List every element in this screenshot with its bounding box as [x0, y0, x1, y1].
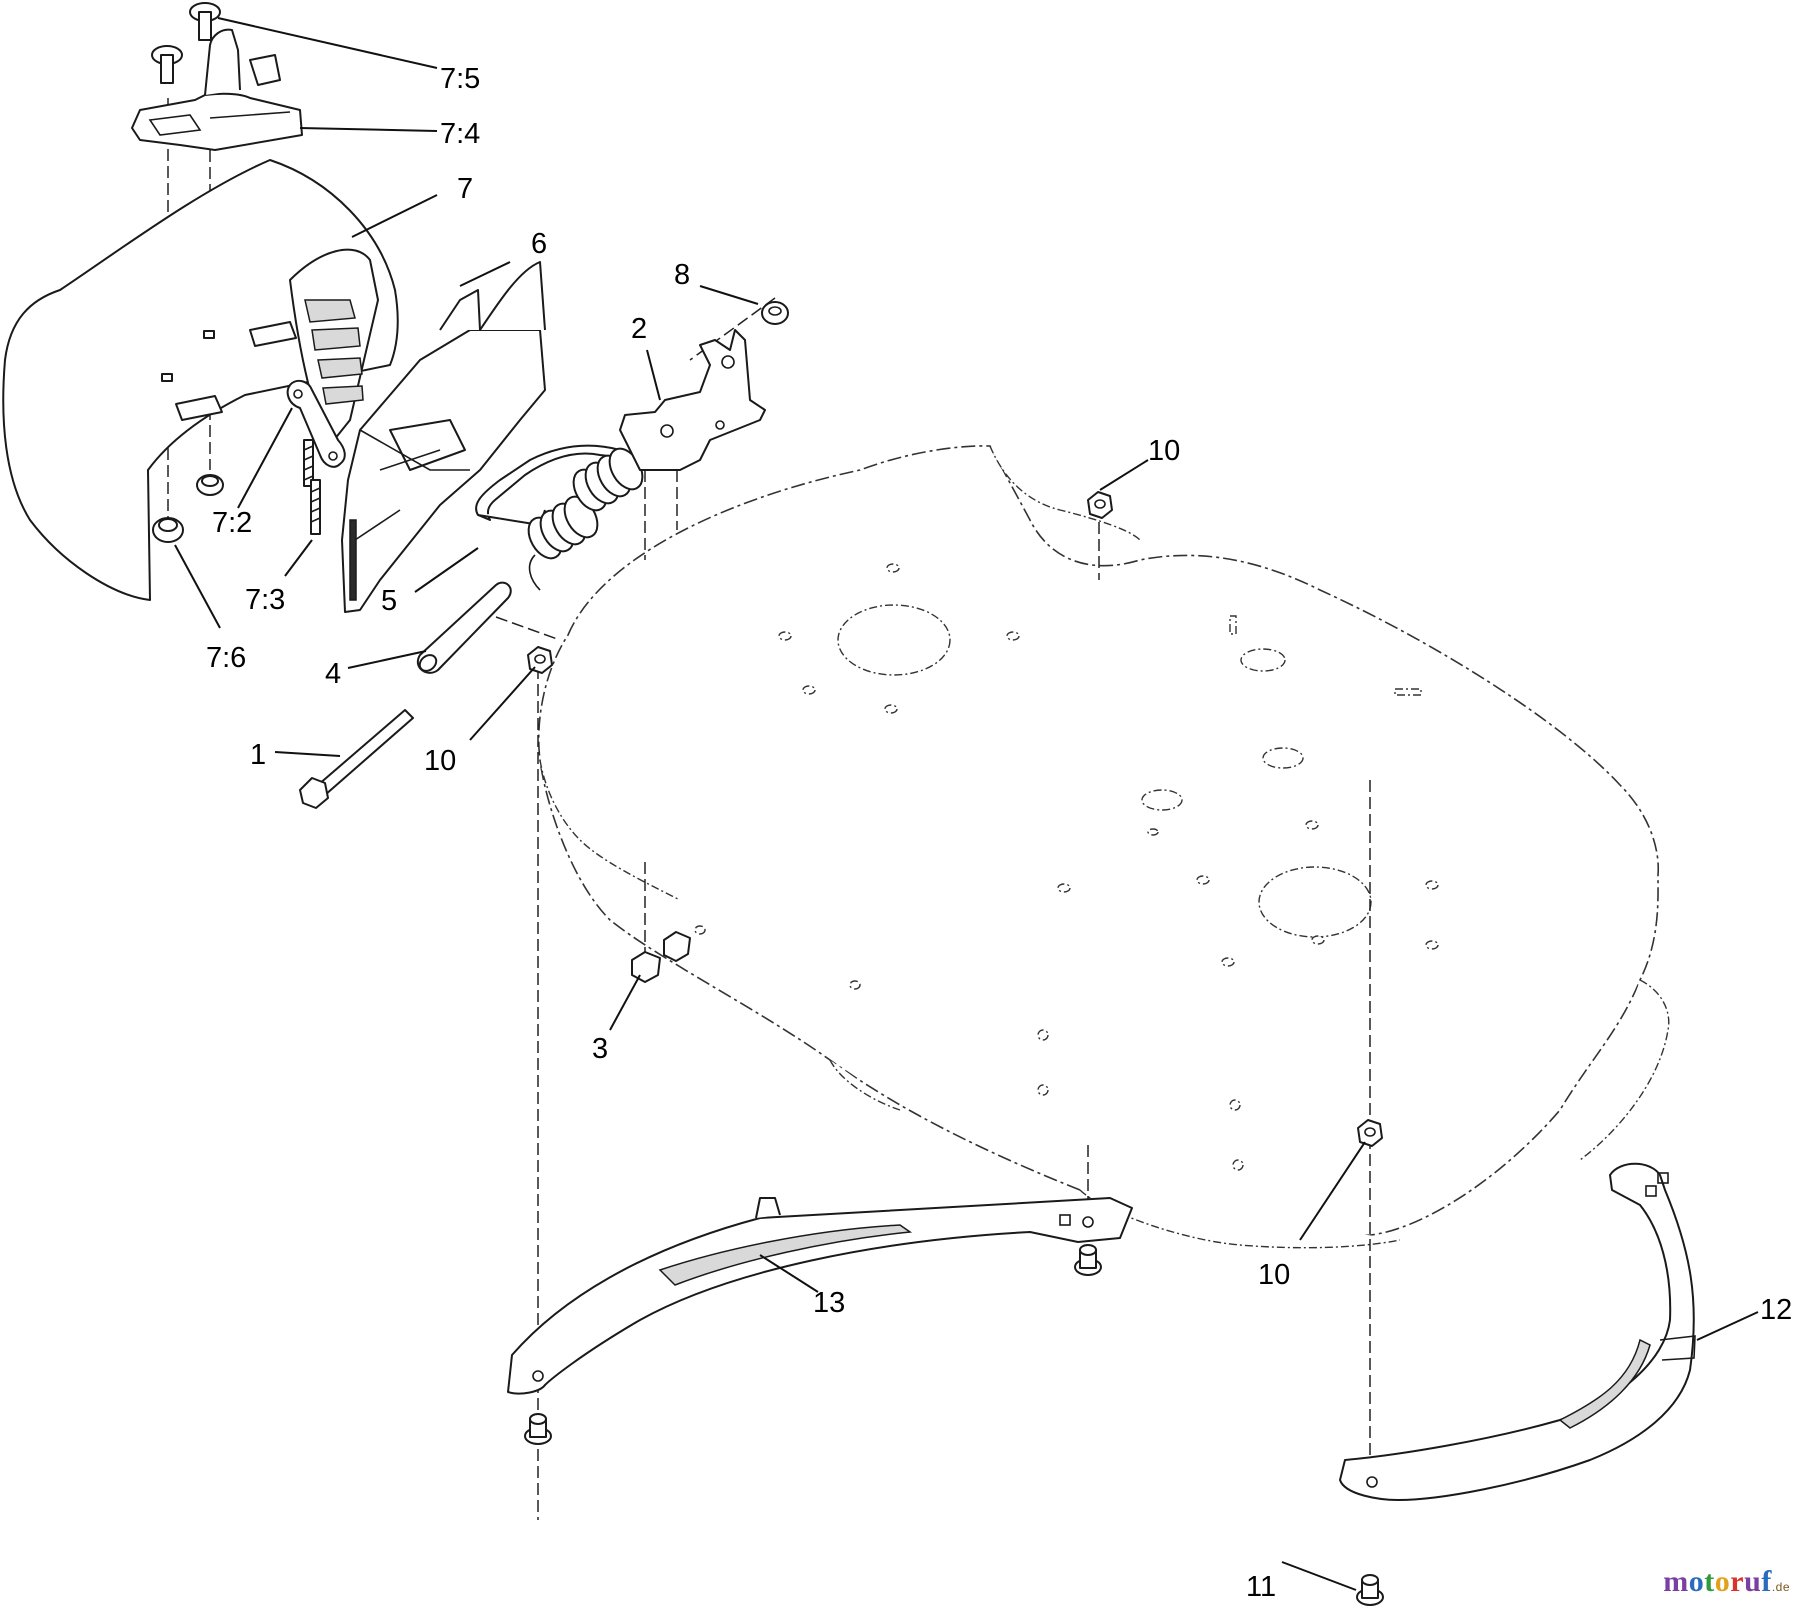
- watermark-letter: r: [1730, 1565, 1745, 1598]
- watermark-letter: t: [1704, 1565, 1715, 1598]
- callout-7-6: 7:6: [206, 642, 246, 674]
- callout-4: 4: [325, 658, 341, 690]
- watermark-letter: o: [1714, 1565, 1731, 1598]
- watermark-letter: m: [1663, 1565, 1689, 1598]
- callout-5: 5: [381, 585, 397, 617]
- callout-11: 11: [1246, 1571, 1276, 1603]
- screw-7-3: [303, 439, 321, 535]
- callout-13: 13: [813, 1287, 845, 1319]
- pivot-bracket: [619, 329, 766, 471]
- watermark-letter: u: [1744, 1565, 1762, 1598]
- callout-7-5: 7:5: [440, 63, 480, 95]
- latch-link: [286, 379, 346, 468]
- watermark-suffix: .de: [1771, 1580, 1790, 1594]
- carriage-bolt-11: [524, 1244, 1384, 1606]
- callout-labels: 7:5 7:4 7 6 8 2 10 7:2 7:3 5 7:6 4 1 10 …: [206, 63, 1792, 1603]
- watermark-logo: motoruf.de: [1663, 1565, 1790, 1599]
- lock-nut-10a: [1087, 491, 1113, 519]
- skid-12: [1339, 1162, 1696, 1501]
- callout-10-bottom: 10: [1258, 1259, 1290, 1291]
- nut-8: [761, 301, 789, 325]
- callout-7-2: 7:2: [212, 507, 252, 539]
- callout-7-3: 7:3: [245, 584, 285, 616]
- spring-assembly: [475, 444, 644, 591]
- callout-7: 7: [457, 173, 473, 205]
- callout-10-top: 10: [1148, 435, 1180, 467]
- callout-7-4: 7:4: [440, 118, 480, 150]
- callout-10-mid: 10: [424, 745, 456, 777]
- deck-plate: [537, 445, 1670, 1249]
- deflector-shield: [2, 159, 399, 601]
- flange-nut-7-6: [152, 474, 224, 543]
- leader-lines: [174, 17, 1759, 1591]
- callout-3: 3: [592, 1033, 608, 1065]
- screw-3: [631, 931, 691, 983]
- spacer-4: [417, 581, 512, 674]
- lock-nut-10c: [1357, 1119, 1383, 1147]
- callout-1: 1: [250, 739, 266, 771]
- watermark-letter: f: [1761, 1565, 1772, 1598]
- callout-8: 8: [674, 259, 690, 291]
- lock-nut-10b: [527, 646, 553, 674]
- skid-13: [507, 1197, 1133, 1395]
- watermark-letter: o: [1688, 1565, 1705, 1598]
- shield-clips: [161, 321, 297, 421]
- shield-bracket: [131, 28, 303, 151]
- carriage-bolt-7-5: [151, 2, 221, 84]
- callout-6: 6: [531, 228, 547, 260]
- bolt-1: [299, 709, 414, 809]
- callout-2: 2: [631, 313, 647, 345]
- callout-12: 12: [1760, 1294, 1792, 1326]
- spring-coil-upper: [572, 447, 644, 512]
